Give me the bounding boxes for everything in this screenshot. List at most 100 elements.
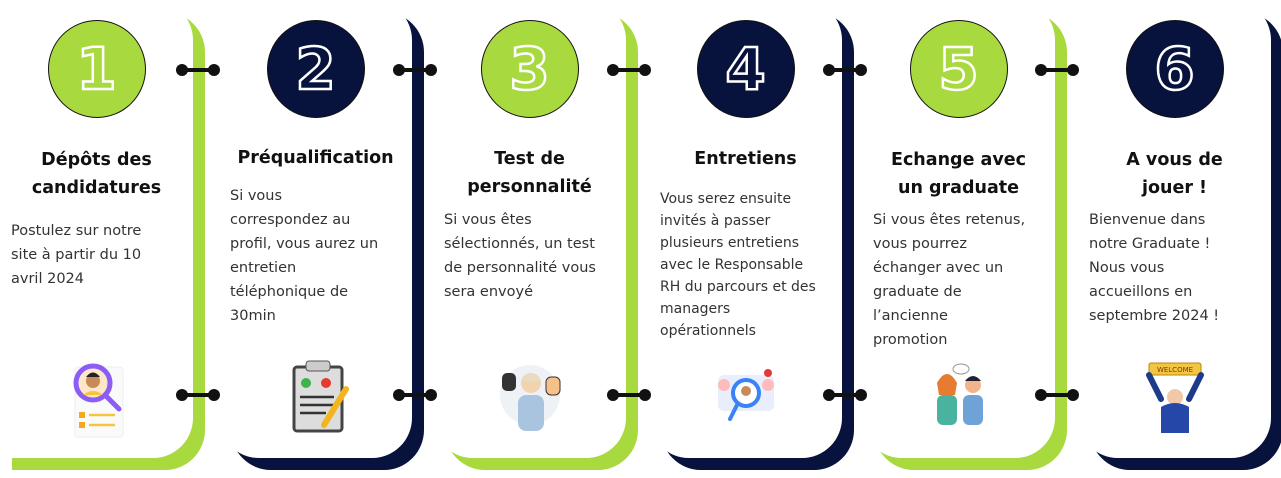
connector-bottom xyxy=(823,389,867,401)
step-description-line: entretien xyxy=(230,260,297,276)
connector-top xyxy=(823,64,867,76)
step-description-line: plusieurs entretiens xyxy=(660,235,800,251)
connector-bar xyxy=(828,68,862,72)
step-description-line: de personnalité vous xyxy=(444,260,596,276)
connector-top xyxy=(1035,64,1079,76)
connector-dot xyxy=(639,389,651,401)
step-description-line: promotion xyxy=(873,332,948,348)
welcome-banner-text: WELCOME xyxy=(1156,366,1192,374)
connector-dot xyxy=(607,389,619,401)
step-description-line: vous pourrez xyxy=(873,236,967,252)
step-title-line: Entretiens xyxy=(694,149,797,169)
step-description: Postulez sur notre site à partir du 10 avr… xyxy=(11,219,189,291)
step-title-line: personnalité xyxy=(467,177,592,197)
step-title-line: A vous de xyxy=(1126,150,1223,170)
step-description-line: l’ancienne xyxy=(873,308,948,324)
step-title-line: Préqualification xyxy=(237,148,394,168)
step-title: A vous de jouer ! xyxy=(1078,146,1271,202)
step-description-line: Si vous êtes retenus, xyxy=(873,212,1026,228)
step-title: Préqualification xyxy=(219,144,412,172)
step-number-badge: 2 xyxy=(266,20,365,118)
conversation-people-icon xyxy=(919,355,999,440)
connector-dot xyxy=(855,389,867,401)
step-description: Si vous êtes retenus, vous pourrez échange… xyxy=(873,208,1051,352)
step-description-line: Nous vous xyxy=(1089,260,1165,276)
step-description: Vous serez ensuite invités à passer plusie… xyxy=(660,188,838,342)
step-title-line: Echange avec xyxy=(890,150,1026,170)
connector-dot xyxy=(607,64,619,76)
step-description-line: Si vous xyxy=(230,188,283,204)
connector-bar xyxy=(828,393,862,397)
step-description-line: notre Graduate ! xyxy=(1089,236,1211,252)
connector-dot xyxy=(823,389,835,401)
connector-bar xyxy=(612,393,646,397)
step-description-line: 30min xyxy=(230,308,276,324)
step-title-line: Dépôts des xyxy=(41,150,152,170)
step-description-line: échanger avec un xyxy=(873,260,1004,276)
welcome-banner-icon: WELCOME xyxy=(1135,355,1215,440)
connector-dot xyxy=(1035,389,1047,401)
step-description-line: Si vous êtes xyxy=(444,212,532,228)
connector-bar xyxy=(612,68,646,72)
step-description-line: site à partir du 10 xyxy=(11,247,142,263)
step-description-line: Bienvenue dans xyxy=(1089,212,1206,228)
step-number-badge: 4 xyxy=(696,20,795,118)
connector-dot xyxy=(1067,64,1079,76)
connector-dot xyxy=(393,64,405,76)
connector-bar xyxy=(1040,393,1074,397)
clipboard-checklist-icon xyxy=(276,355,356,440)
step-number-badge: 3 xyxy=(480,20,579,118)
interview-people-icon xyxy=(706,355,786,440)
step-description-line: accueillons en xyxy=(1089,284,1193,300)
connector-bottom xyxy=(176,389,220,401)
step-title-line: un graduate xyxy=(897,178,1019,198)
step-description: Bienvenue dans notre Graduate ! Nous vous a… xyxy=(1089,208,1267,328)
step-title-line: jouer ! xyxy=(1141,178,1208,198)
connector-top xyxy=(393,64,437,76)
step-description-line: managers xyxy=(660,301,731,317)
connector-dot xyxy=(1035,64,1047,76)
connector-dot xyxy=(208,389,220,401)
step-description-line: invités à passer xyxy=(660,213,771,229)
step-title: Entretiens xyxy=(649,145,842,173)
connector-dot xyxy=(823,64,835,76)
step-card-6: 6 A vous de jouer ! Bienvenue dans notre Gra… xyxy=(1078,0,1271,458)
connector-dot xyxy=(1067,389,1079,401)
step-description-line: Postulez sur notre xyxy=(11,223,142,239)
step-description-line: avril 2024 xyxy=(11,271,84,287)
connector-dot xyxy=(176,64,188,76)
personality-masks-icon xyxy=(490,355,570,440)
connector-bar xyxy=(1040,68,1074,72)
connector-bar xyxy=(181,68,215,72)
step-description-line: profil, vous aurez un xyxy=(230,236,379,252)
step-number-badge: 6 xyxy=(1125,20,1224,118)
step-description-line: téléphonique de xyxy=(230,284,349,300)
connector-dot xyxy=(855,64,867,76)
step-description-line: correspondez au xyxy=(230,212,351,228)
step-description-line: septembre 2024 ! xyxy=(1089,308,1220,324)
connector-dot xyxy=(208,64,220,76)
step-description-line: opérationnels xyxy=(660,323,756,339)
connector-bar xyxy=(181,393,215,397)
step-number-badge: 5 xyxy=(909,20,1008,118)
connector-bar xyxy=(398,393,432,397)
step-description-line: Vous serez ensuite xyxy=(660,191,792,207)
connector-bottom xyxy=(393,389,437,401)
step-description-line: avec le Responsable xyxy=(660,257,804,273)
connector-dot xyxy=(176,389,188,401)
connector-dot xyxy=(425,64,437,76)
connector-top xyxy=(607,64,651,76)
connector-bottom xyxy=(607,389,651,401)
connector-dot xyxy=(393,389,405,401)
connector-dot xyxy=(639,64,651,76)
connector-bar xyxy=(398,68,432,72)
connector-top xyxy=(176,64,220,76)
candidate-search-icon xyxy=(57,355,137,440)
